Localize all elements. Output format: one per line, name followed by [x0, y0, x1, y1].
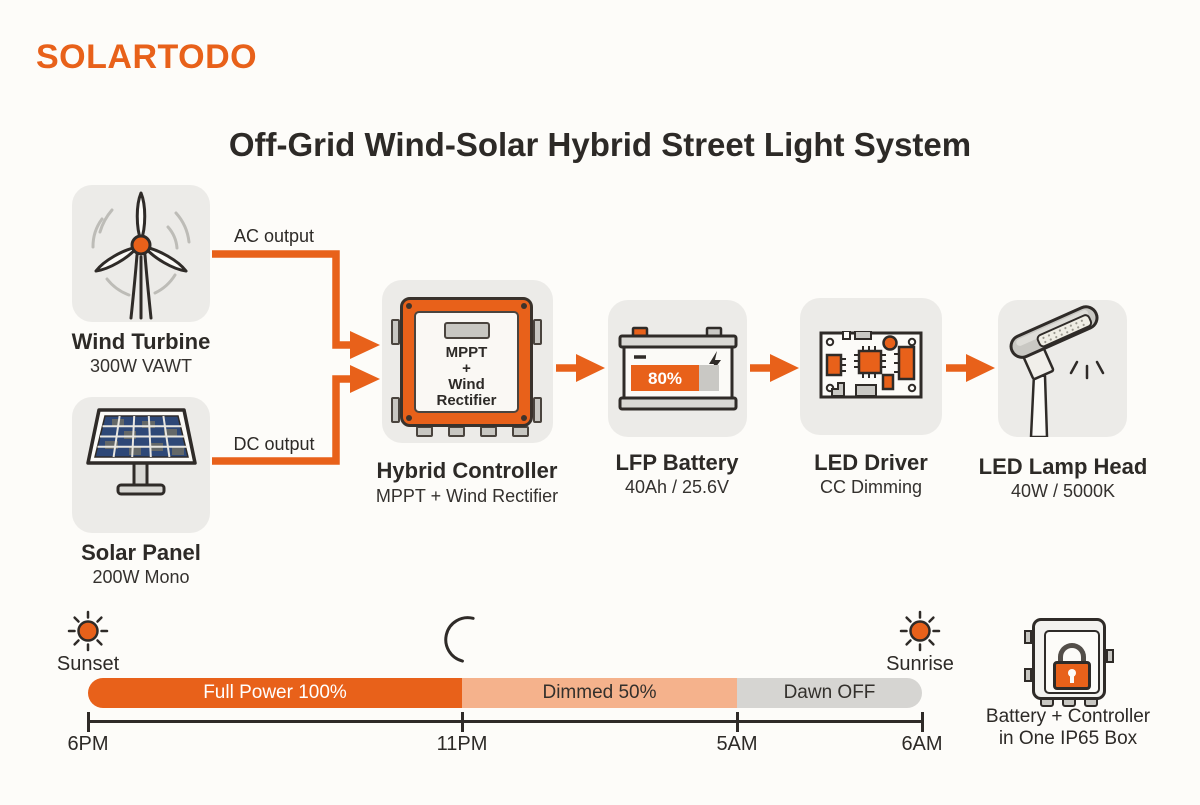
battery-icon: 80%	[618, 326, 738, 411]
controller-mount-tab	[391, 319, 400, 345]
tick-label-5am: 5AM	[716, 733, 758, 755]
controller-icon-text: MPPT	[445, 344, 488, 361]
led-driver-name: LED Driver	[814, 450, 928, 475]
controller-display	[443, 322, 490, 339]
controller-cable-gland	[448, 426, 465, 437]
sunrise-label: Sunrise	[886, 653, 954, 675]
controller-mount-tab	[391, 397, 400, 423]
screw-icon	[521, 303, 527, 309]
controller-mount-tab	[533, 319, 542, 345]
keyhole-icon	[1070, 675, 1074, 683]
sun-icon	[67, 610, 109, 652]
screw-icon	[521, 415, 527, 421]
dc-output-label: DC output	[233, 434, 315, 454]
hybrid-controller-icon: MPPT + Wind Rectifier	[391, 297, 542, 437]
controller-spec: MPPT + Wind Rectifier	[375, 486, 559, 506]
sun-icon	[899, 610, 941, 652]
hybrid-controller-card: MPPT + Wind Rectifier	[382, 280, 553, 443]
screw-icon	[406, 415, 412, 421]
ac-arrowhead	[350, 331, 380, 359]
controller-icon-text: Rectifier	[436, 392, 497, 409]
led-lamp-card	[998, 300, 1127, 437]
box-enclosure	[1032, 618, 1106, 700]
driver-to-lamp-arrowhead	[966, 354, 995, 382]
circuit-board-icon	[819, 331, 923, 399]
controller-icon-text: Wind	[448, 376, 485, 393]
tick-label-6am: 6AM	[901, 733, 943, 755]
tick-label-11pm: 11PM	[436, 733, 488, 755]
led-driver-spec: CC Dimming	[819, 477, 922, 497]
keyhole-icon	[1068, 669, 1076, 677]
led-driver-card	[800, 298, 942, 435]
timeline-tick	[86, 712, 90, 732]
capacitor-icon	[882, 335, 898, 351]
padlock-body	[1053, 661, 1091, 690]
tick-label-6pm: 6PM	[67, 733, 109, 755]
box-door	[1044, 630, 1100, 694]
solar-panel-spec: 200W Mono	[92, 567, 190, 587]
controller-icon-text: +	[462, 360, 471, 377]
box-mount-tab	[1024, 668, 1032, 682]
segment-full-power: Full Power 100%	[88, 678, 462, 708]
box-mount-tab	[1024, 630, 1032, 644]
segment-dawn-off: Dawn OFF	[737, 678, 922, 708]
controller-cable-gland	[512, 426, 529, 437]
chip-icon	[857, 349, 883, 375]
wind-turbine-spec: 300W VAWT	[89, 356, 192, 376]
dimming-schedule-bar: Full Power 100% Dimmed 50% Dawn OFF	[88, 678, 922, 708]
timeline-axis	[88, 720, 922, 723]
page-title: Off-Grid Wind-Solar Hybrid Street Light …	[228, 126, 972, 163]
battery-spec: 40Ah / 25.6V	[624, 477, 730, 497]
controller-name: Hybrid Controller	[376, 458, 558, 483]
lightning-bolt-icon	[709, 351, 721, 375]
solar-panel-card	[72, 397, 210, 533]
controller-mount-tab	[533, 397, 542, 423]
solar-panel-name: Solar Panel	[81, 540, 201, 565]
ac-output-label: AC output	[233, 226, 315, 246]
brand-logo: SOLARTODO	[36, 38, 258, 76]
padlock-shackle	[1058, 643, 1086, 663]
timeline-tick	[735, 712, 739, 732]
controller-to-battery-arrowhead	[576, 354, 605, 382]
wind-turbine-icon	[91, 191, 191, 320]
box-note-line2: in One IP65 Box	[998, 728, 1138, 749]
controller-panel: MPPT + Wind Rectifier	[414, 311, 519, 413]
controller-cable-gland	[480, 426, 497, 437]
lfp-battery-card: 80%	[608, 300, 747, 437]
controller-cable-gland	[416, 426, 433, 437]
solar-panel-icon	[86, 408, 197, 496]
timeline-tick	[460, 712, 464, 732]
wind-turbine-card	[72, 185, 210, 322]
screw-icon	[406, 303, 412, 309]
box-mount-tab	[1106, 649, 1114, 663]
sunset-label: Sunset	[56, 653, 120, 675]
segment-dimmed: Dimmed 50%	[462, 678, 737, 708]
battery-charge-label: 80%	[648, 369, 682, 388]
controller-enclosure: MPPT + Wind Rectifier	[400, 297, 533, 427]
street-lamp-icon	[1009, 305, 1105, 437]
moon-icon	[444, 616, 475, 663]
wind-turbine-name: Wind Turbine	[71, 329, 211, 354]
battery-name: LFP Battery	[615, 450, 739, 475]
light-rays-icon	[1069, 360, 1105, 380]
dc-arrowhead	[350, 365, 380, 393]
box-note-line1: Battery + Controller	[985, 706, 1151, 727]
timeline-tick	[920, 712, 924, 732]
padlock-box-icon	[1024, 618, 1114, 708]
lamp-head-name: LED Lamp Head	[978, 454, 1148, 479]
lamp-head-spec: 40W / 5000K	[1010, 481, 1116, 501]
battery-to-driver-arrowhead	[770, 354, 799, 382]
